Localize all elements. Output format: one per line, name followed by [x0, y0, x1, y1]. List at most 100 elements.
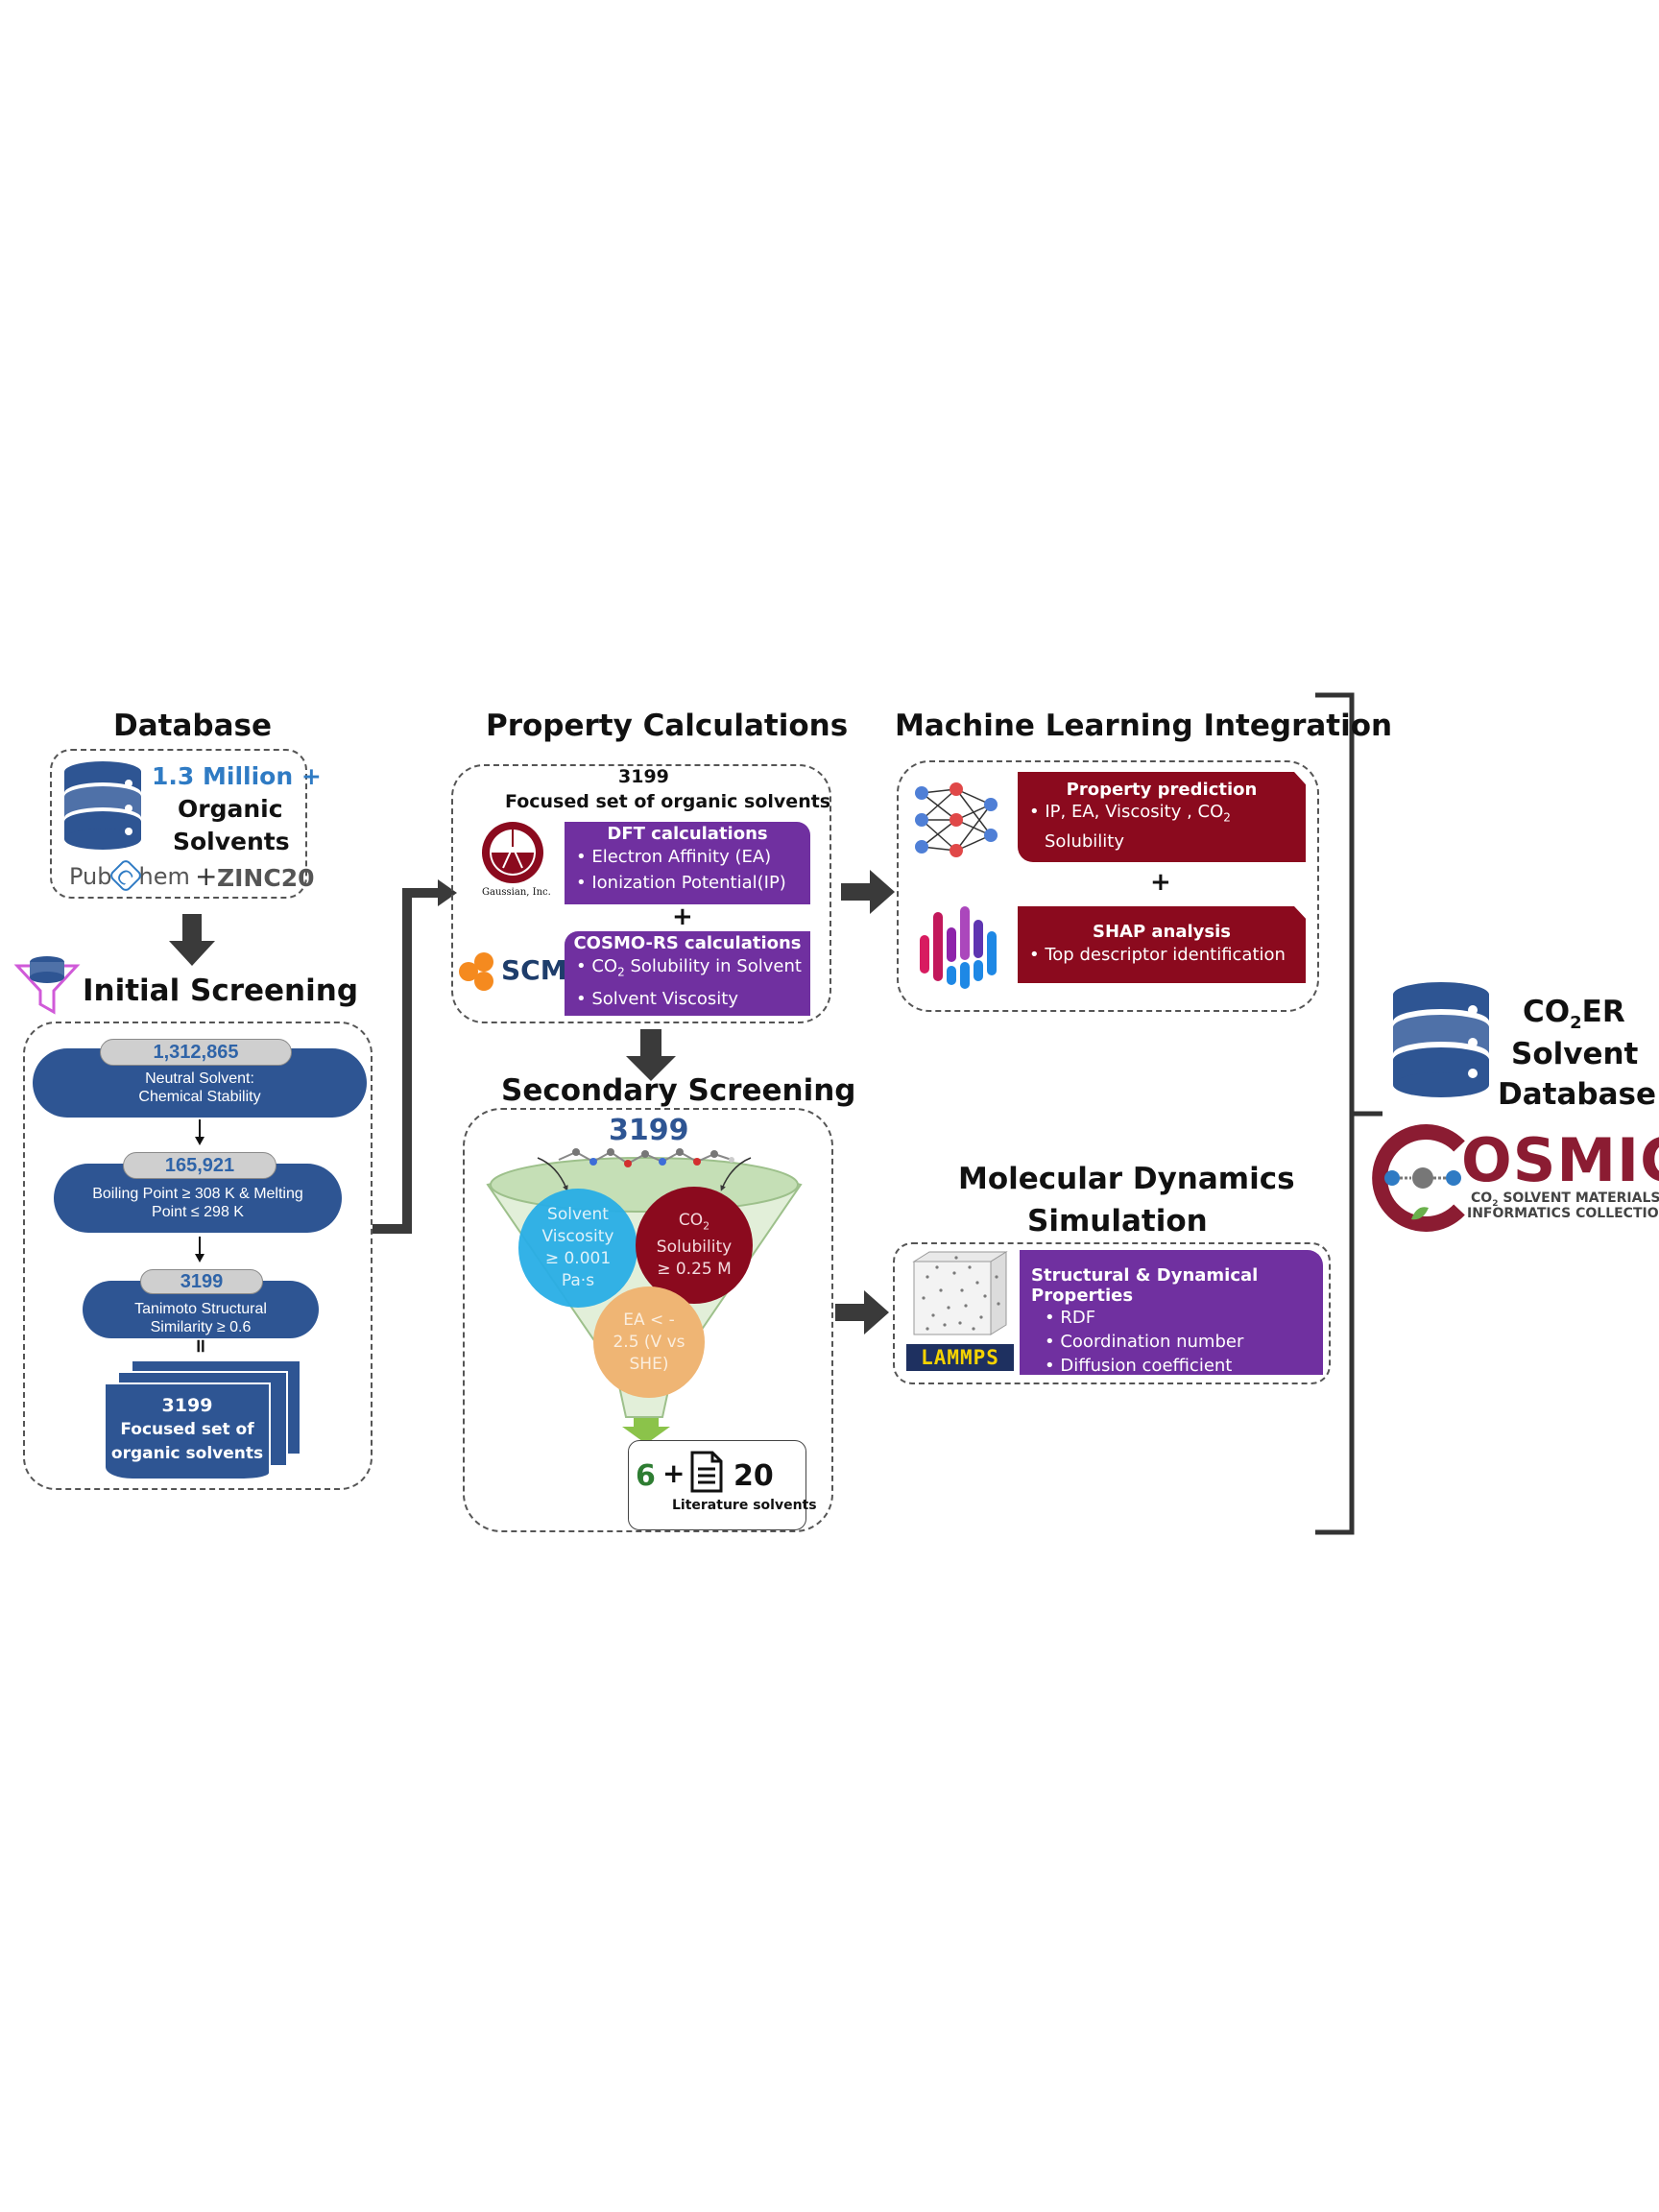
database-line2: Organic	[178, 795, 283, 823]
viscosity-criterion-circle: Solvent Viscosity ≥ 0.001 Pa·s	[518, 1189, 637, 1308]
property-subtitle: Focused set of organic solvents	[505, 791, 831, 812]
property-prediction-pre: IP, EA, Viscosity , CO	[1045, 802, 1224, 822]
initial-step-3-count: 3199	[140, 1269, 263, 1294]
co2-circle-line3: ≥ 0.25 M	[657, 1260, 732, 1280]
focused-set-line1: Focused set of	[120, 1420, 254, 1439]
initial-step-1-count: 1,312,865	[100, 1039, 292, 1066]
pubchem-pub: Pub	[69, 863, 112, 890]
ml-integration-title: Machine Learning Integration	[895, 709, 1393, 743]
initial-step-3-label1: Tanimoto Structural	[134, 1301, 267, 1317]
property-prediction-box: Property prediction IP, EA, Viscosity , …	[1018, 772, 1306, 862]
md-item-rdf: RDF	[1020, 1306, 1323, 1330]
co2er-sub: 2	[1570, 1013, 1582, 1034]
simulation-box-icon	[912, 1251, 1008, 1335]
ea-line2: 2.5 (V vs	[613, 1332, 685, 1352]
viscosity-line4: Pa·s	[561, 1271, 595, 1290]
gaussian-logo-icon	[482, 822, 543, 883]
cosmic-c-logo-icon	[1372, 1124, 1465, 1232]
cosmo-box: COSMO-RS calculations CO2 Solubility in …	[565, 931, 810, 1016]
dft-box: DFT calculations Electron Affinity (EA) …	[565, 822, 810, 904]
ea-line1: EA < -	[623, 1310, 675, 1330]
ml-plus: +	[1150, 868, 1171, 897]
co2-circle-pre: CO	[678, 1210, 704, 1230]
md-title-line1: Molecular Dynamics	[958, 1162, 1295, 1196]
cosmic-sub2: INFORMATICS COLLECTION	[1467, 1206, 1659, 1221]
shap-icon	[920, 906, 997, 989]
arrow-secondary-to-md	[835, 1290, 889, 1334]
database-count: 1.3 Million +	[152, 762, 322, 790]
md-item-diffusion: Diffusion coefficient	[1020, 1354, 1323, 1378]
step-arrow-2	[195, 1237, 204, 1262]
initial-step-2-label2: Point ≤ 298 K	[152, 1204, 244, 1220]
md-item-coordination: Coordination number	[1020, 1330, 1323, 1354]
focused-set-count: 3199	[161, 1395, 213, 1416]
cosmic-sub1-post: SOLVENT MATERIALS	[1498, 1190, 1659, 1206]
focused-set-line2: organic solvents	[110, 1444, 264, 1463]
focused-set-document: 3199 Focused set of organic solvents	[104, 1382, 271, 1480]
co2er-line2: Solvent	[1511, 1037, 1639, 1071]
cosmo-item-viscosity: Solvent Viscosity	[565, 986, 810, 1012]
shap-item: Top descriptor identification	[1018, 942, 1306, 968]
database-line3: Solvents	[173, 828, 290, 855]
viscosity-line2: Viscosity	[541, 1227, 614, 1246]
property-prediction-line2: Solubility	[1045, 830, 1124, 852]
step-arrow-1	[195, 1119, 204, 1145]
database-title: Database	[113, 709, 272, 743]
md-properties-box: Structural & Dynamical Properties RDF Co…	[1020, 1250, 1323, 1378]
co2er-post: ER	[1581, 995, 1625, 1029]
cosmo-co2-post: Solubility in Solvent	[624, 956, 802, 976]
secondary-count: 3199	[609, 1114, 689, 1147]
scm-label: SCM	[501, 954, 567, 986]
cosmo-header: COSMO-RS calculations	[573, 933, 802, 953]
initial-screening-panel	[23, 1022, 373, 1490]
ea-line3: SHE)	[629, 1354, 669, 1374]
gaussian-label: Gaussian, Inc.	[482, 887, 551, 898]
viscosity-line3: ≥ 0.001	[544, 1249, 612, 1268]
molecule-icon	[558, 1148, 734, 1167]
property-prediction-item: IP, EA, Viscosity , CO2	[1018, 800, 1306, 830]
cosmic-sub1-sub: 2	[1492, 1198, 1499, 1209]
cosmic-sub1: CO2 SOLVENT MATERIALS	[1471, 1190, 1659, 1209]
md-title-line2: Simulation	[1027, 1204, 1208, 1238]
co2er-database-icon	[1393, 982, 1489, 1097]
co2-circle-line1: CO2	[657, 1210, 732, 1237]
lammps-logo: LAMMPS	[906, 1344, 1014, 1371]
scm-logo-icon	[459, 952, 493, 991]
funnel-database-icon	[13, 956, 81, 1015]
pubchem-hem: hem	[138, 863, 190, 890]
cosmo-item-co2: CO2 Solubility in Solvent	[565, 953, 810, 986]
zinc-logo: ZINC20	[217, 864, 315, 892]
dft-item-ip: Ionization Potential(IP)	[565, 870, 810, 896]
property-count: 3199	[618, 766, 669, 787]
dft-header: DFT calculations	[607, 824, 768, 844]
initial-step-1-label2: Chemical Stability	[138, 1089, 261, 1105]
initial-step-2-count: 165,921	[123, 1152, 276, 1179]
right-bracket	[1315, 692, 1382, 1535]
property-calculations-panel	[451, 764, 831, 1023]
secondary-screening-title: Secondary Screening	[501, 1073, 856, 1108]
result-label: Literature solvents	[672, 1498, 817, 1513]
dft-item-ea: Electron Affinity (EA)	[565, 844, 810, 870]
ea-criterion-circle: EA < - 2.5 (V vs SHE)	[593, 1286, 705, 1398]
co2-circle-line2: Solubility	[656, 1238, 733, 1258]
initial-step-2-label1: Boiling Point ≥ 308 K & Melting	[92, 1186, 303, 1202]
arrow-database-to-initial	[169, 914, 215, 966]
pubchem-logo: PubChem	[69, 857, 190, 894]
database-icon	[64, 761, 141, 850]
shap-header: SHAP analysis	[1092, 922, 1232, 942]
secondary-screening-panel	[463, 1108, 833, 1532]
result-six: 6	[636, 1459, 656, 1493]
property-plus: +	[672, 902, 693, 931]
cosmic-sub1-pre: CO	[1471, 1190, 1493, 1206]
md-panel	[893, 1242, 1331, 1384]
co2er-line3: Database	[1498, 1077, 1656, 1112]
result-plus: +	[662, 1457, 685, 1489]
property-prediction-sub: 2	[1223, 810, 1231, 825]
co2-criterion-circle: CO2 Solubility ≥ 0.25 M	[636, 1187, 753, 1304]
cosmo-co2-pre: CO	[591, 956, 618, 976]
arrow-property-to-ml	[841, 870, 895, 914]
arrow-initial-to-property	[373, 879, 457, 1234]
shap-analysis-box: SHAP analysis Top descriptor identificat…	[1018, 906, 1306, 983]
viscosity-line1: Solvent	[547, 1205, 609, 1224]
